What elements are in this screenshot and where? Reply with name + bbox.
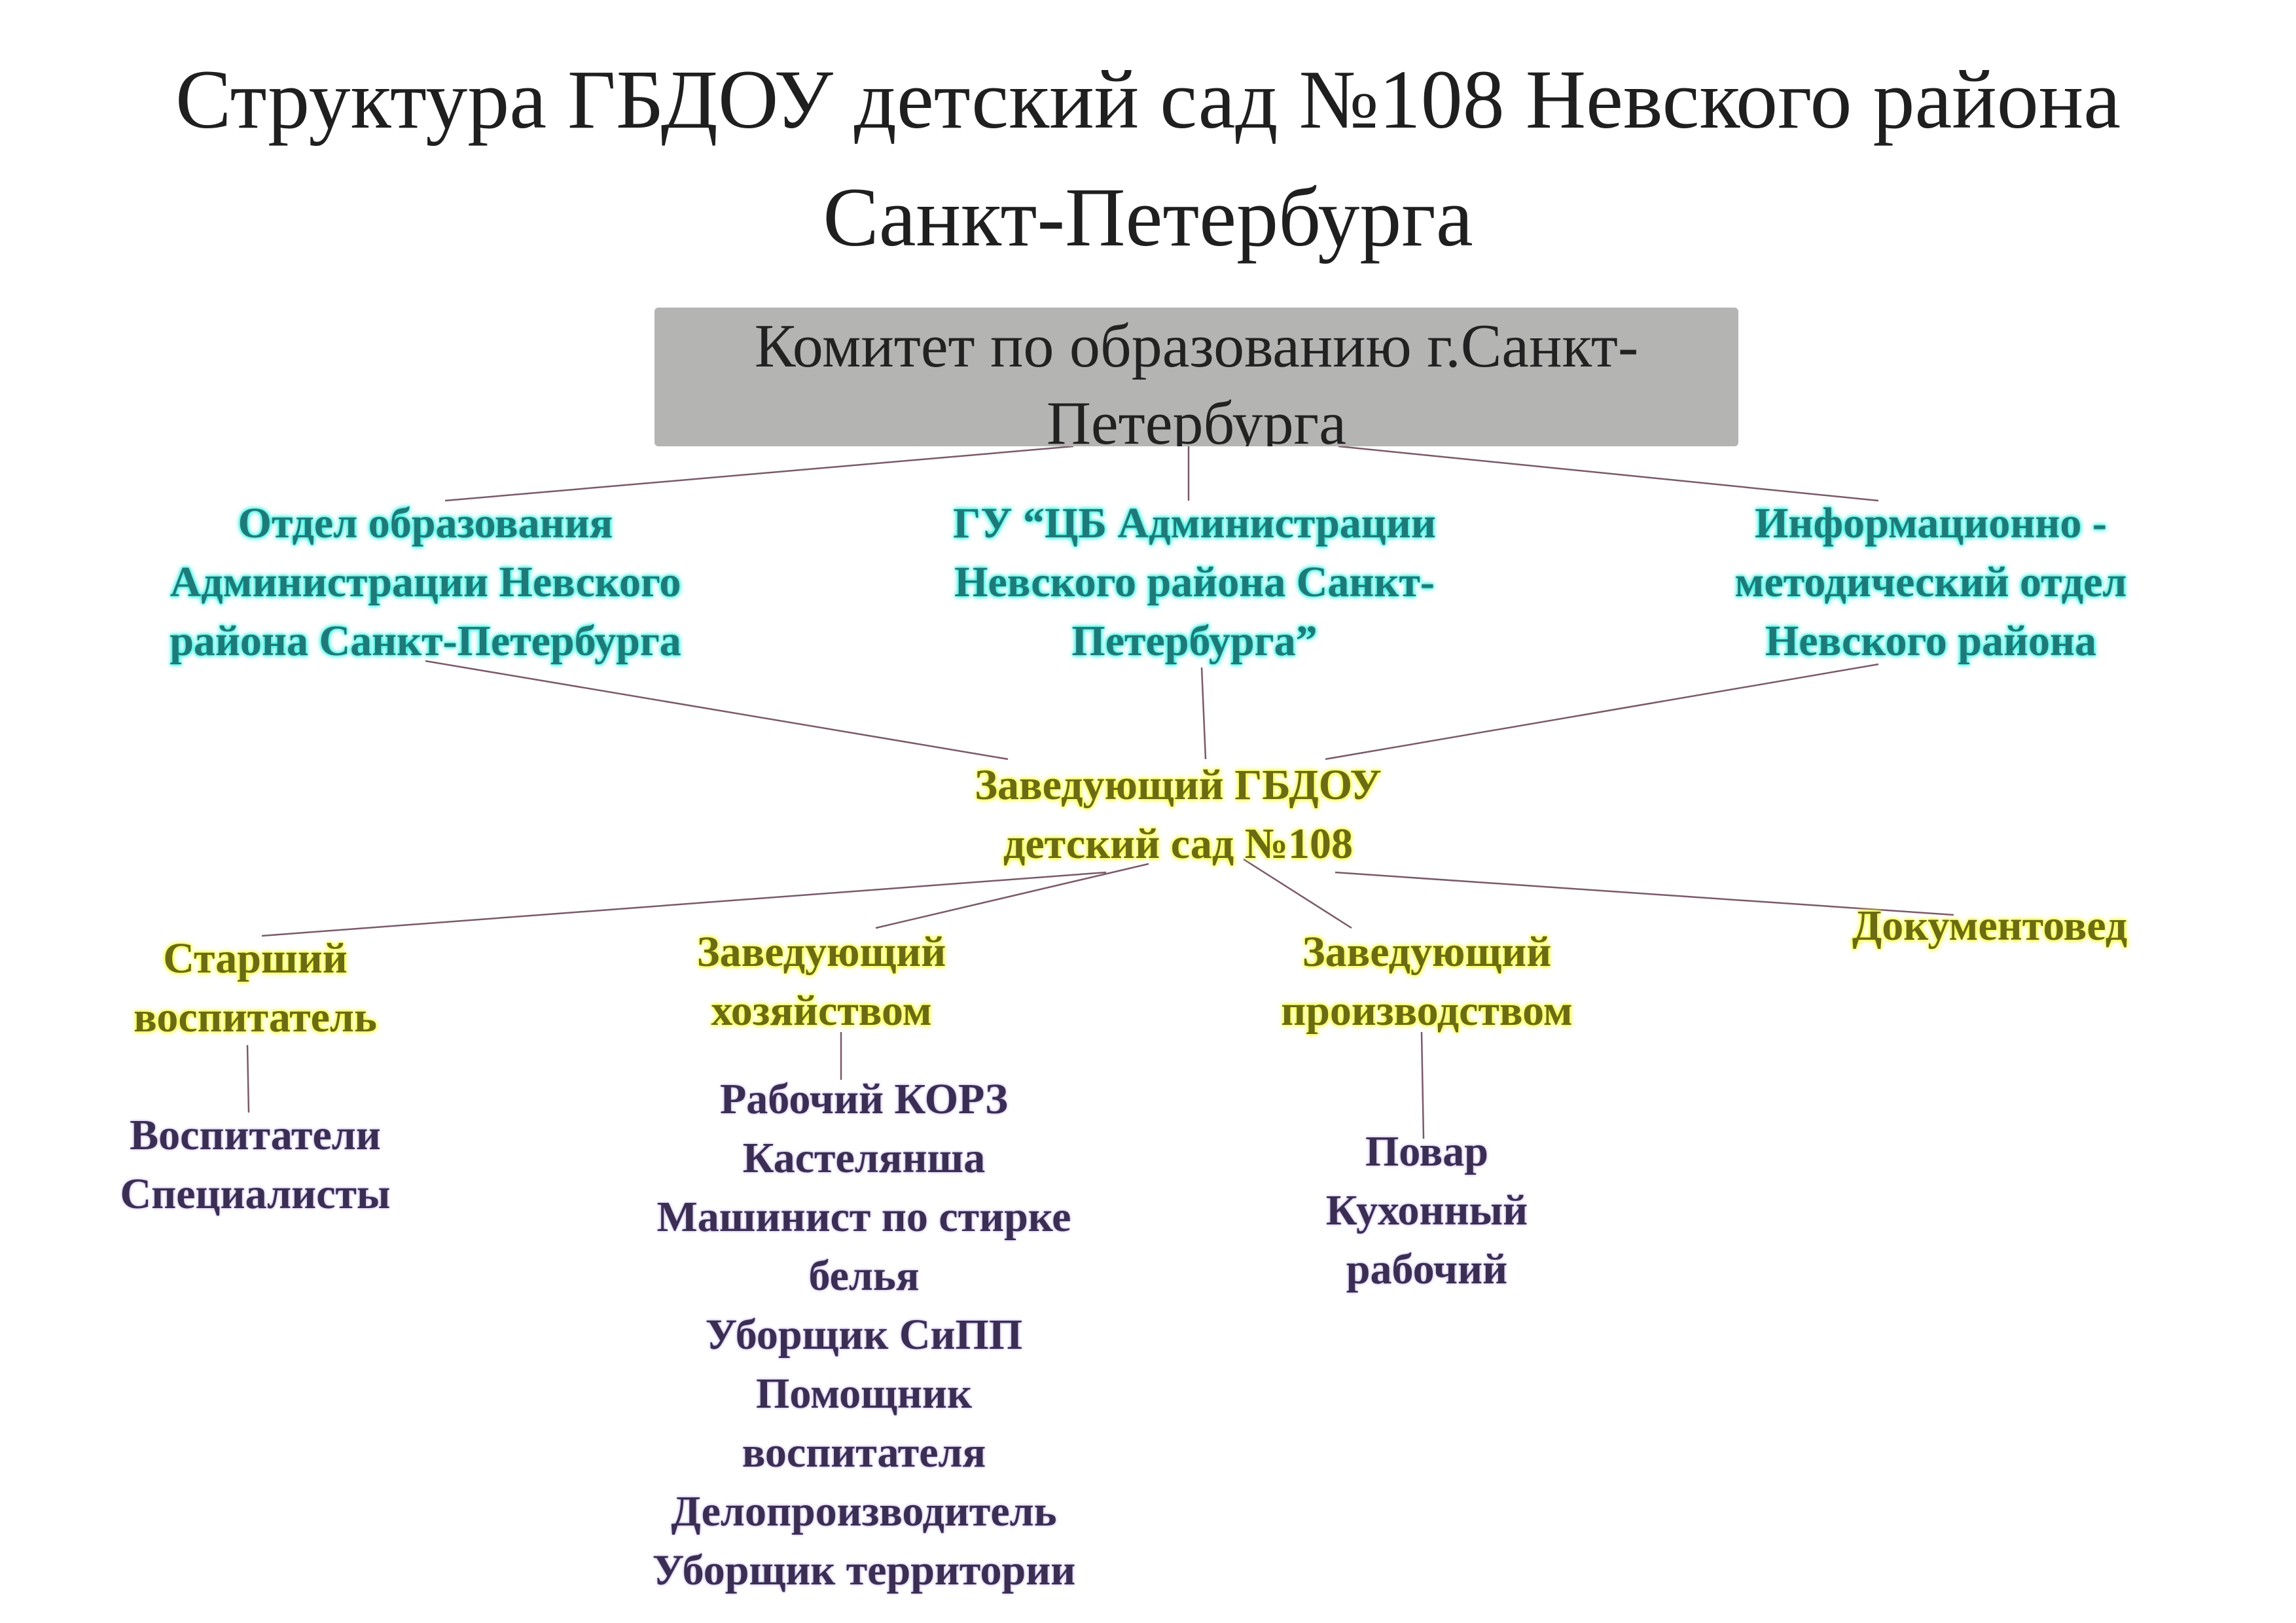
senior-teacher-node: Старший воспитатель <box>85 929 425 1047</box>
committee-line-2: Петербурга <box>1047 389 1346 446</box>
node-line: Заведующий <box>696 928 946 976</box>
connector-methodical-department-to-head <box>1325 663 1879 760</box>
teachers-staff-node: Воспитатели Специалисты <box>65 1106 445 1224</box>
node-line: Рабочий КОРЗ <box>719 1075 1009 1123</box>
committee-box: Комитет по образованию г.Санкт- Петербур… <box>655 308 1738 446</box>
methodical-department-node: Информационно - методический отдел Невск… <box>1604 494 2258 671</box>
node-line: Кастелянша <box>742 1134 986 1182</box>
connector-production-to-kitchen-staff <box>1420 1031 1425 1139</box>
connector-senior-teacher-to-teachers <box>246 1044 250 1113</box>
node-line: воспитатель <box>134 993 377 1041</box>
node-line: методический отдел <box>1734 558 2127 606</box>
production-manager-node: Заведующий производством <box>1244 923 1610 1041</box>
node-line: Невского района <box>1765 617 2097 665</box>
connector-head-to-production-manager <box>1243 858 1352 929</box>
node-line: Кухонный <box>1325 1186 1528 1234</box>
node-line: района Санкт-Петербурга <box>170 617 681 665</box>
node-line: белья <box>808 1252 920 1300</box>
connector-committee-to-methodical-department <box>1338 445 1879 502</box>
node-line: Воспитатели <box>130 1111 381 1159</box>
node-line: Помощник <box>756 1370 972 1418</box>
page-title-line-1: Структура ГБДОУ детский сад №108 Невског… <box>175 53 2121 146</box>
connector-head-to-records-clerk <box>1335 871 1954 916</box>
central-accounting-node: ГУ “ЦБ Администрации Невского района Сан… <box>867 494 1522 671</box>
education-department-node: Отдел образования Администрации Невского… <box>98 494 753 671</box>
connector-head-to-housekeeping-manager <box>875 863 1149 929</box>
housekeeping-staff-node: Рабочий КОРЗ Кастелянша Машинист по стир… <box>602 1070 1126 1600</box>
records-clerk-node: Документовед <box>1820 897 2160 955</box>
connector-education-department-to-head <box>425 660 1009 760</box>
node-line: Документовед <box>1852 902 2128 950</box>
node-line: Старший <box>163 935 348 982</box>
node-line: детский сад №108 <box>1003 820 1354 868</box>
housekeeping-manager-node: Заведующий хозяйством <box>651 923 992 1041</box>
node-line: Делопроизводитель <box>671 1488 1057 1535</box>
node-line: Заведующий ГБДОУ <box>975 761 1382 809</box>
node-line: Специалисты <box>120 1170 391 1218</box>
node-line: ГУ “ЦБ Администрации <box>953 499 1436 547</box>
node-line: Отдел образования <box>238 499 613 547</box>
node-line: Повар <box>1365 1128 1489 1175</box>
node-line: Уборщик территории <box>652 1546 1076 1594</box>
connector-committee-to-education-department <box>444 445 1074 502</box>
node-line: хозяйством <box>711 987 932 1035</box>
node-line: Информационно - <box>1755 499 2107 547</box>
node-line: Уборщик СиПП <box>705 1311 1023 1359</box>
node-line: Машинист по стирке <box>656 1193 1071 1241</box>
node-line: воспитателя <box>742 1429 986 1476</box>
connector-central-accounting-to-head <box>1200 667 1207 760</box>
connector-head-to-senior-teacher <box>261 871 1107 937</box>
node-line: рабочий <box>1346 1245 1508 1293</box>
node-line: Петербурга” <box>1071 617 1318 665</box>
node-line: Невского района Санкт- <box>954 558 1435 606</box>
node-line: производством <box>1281 987 1573 1035</box>
kitchen-staff-node: Повар Кухонный рабочий <box>1244 1122 1610 1299</box>
head-node: Заведующий ГБДОУ детский сад №108 <box>916 756 1440 874</box>
node-line: Заведующий <box>1302 928 1552 976</box>
committee-line-1: Комитет по образованию г.Санкт- <box>754 312 1639 380</box>
node-line: Администрации Невского <box>170 558 681 606</box>
page-title-line-2: Санкт-Петербурга <box>823 171 1473 264</box>
page-title: Структура ГБДОУ детский сад №108 Невског… <box>0 41 2296 276</box>
